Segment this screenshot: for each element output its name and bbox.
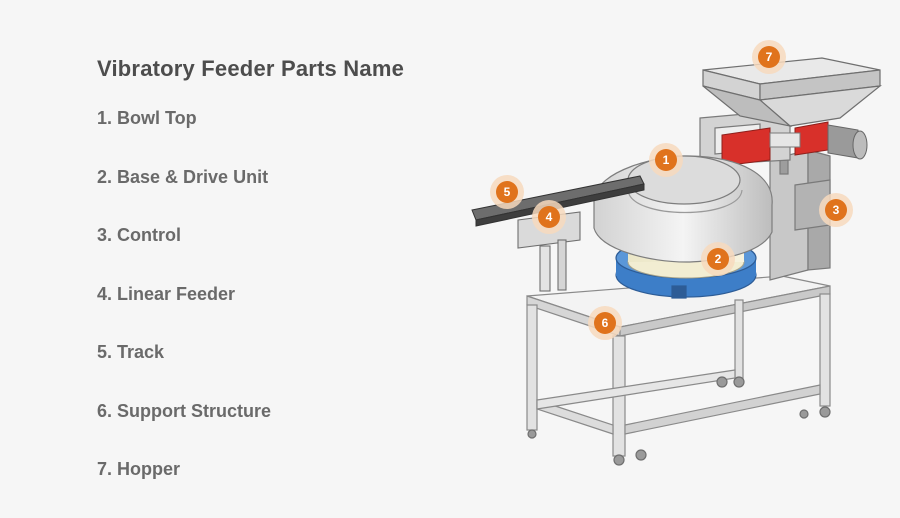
svg-text:1: 1 bbox=[663, 153, 670, 167]
part-item-control: 3. Control bbox=[97, 225, 181, 245]
hopper bbox=[702, 57, 883, 128]
svg-text:3: 3 bbox=[833, 203, 840, 217]
svg-text:5: 5 bbox=[504, 185, 511, 199]
svg-text:2: 2 bbox=[715, 252, 722, 266]
parts-list: 1. Bowl Top 2. Base & Drive Unit 3. Cont… bbox=[97, 106, 271, 516]
lower-rail-back bbox=[536, 369, 736, 410]
marker-5: 5 bbox=[490, 175, 524, 209]
leg-front-left bbox=[526, 304, 538, 431]
lower-rail-right bbox=[624, 384, 821, 435]
part-item-hopper: 7. Hopper bbox=[97, 459, 181, 479]
leg-back-right bbox=[819, 293, 831, 407]
part-item-bowl-top: 1. Bowl Top bbox=[97, 108, 197, 128]
part-item-linear-feeder: 4. Linear Feeder bbox=[97, 283, 236, 304]
marker-1: 1 bbox=[649, 143, 683, 177]
marker-2: 2 bbox=[701, 242, 735, 276]
svg-text:7: 7 bbox=[766, 50, 773, 64]
marker-7: 7 bbox=[752, 40, 786, 74]
marker-4: 4 bbox=[532, 200, 566, 234]
page-title: Vibratory Feeder Parts Name bbox=[97, 56, 405, 81]
part-item-track: 5. Track bbox=[97, 342, 165, 362]
svg-text:4: 4 bbox=[546, 210, 553, 224]
marker-3: 3 bbox=[819, 193, 853, 227]
leg-back-mid bbox=[734, 299, 744, 381]
hopper-drive-bracket bbox=[721, 121, 868, 167]
vibratory-feeder-diagram: 1 2 3 4 5 6 7 bbox=[471, 40, 883, 466]
motor bbox=[827, 124, 868, 160]
bowl-top bbox=[593, 155, 773, 263]
marker-6: 6 bbox=[588, 306, 622, 340]
casters bbox=[527, 376, 831, 466]
part-item-support-structure: 6. Support Structure bbox=[97, 400, 272, 421]
svg-text:6: 6 bbox=[602, 316, 609, 330]
part-item-base-drive-unit: 2. Base & Drive Unit bbox=[97, 166, 269, 187]
support-structure bbox=[526, 275, 831, 466]
